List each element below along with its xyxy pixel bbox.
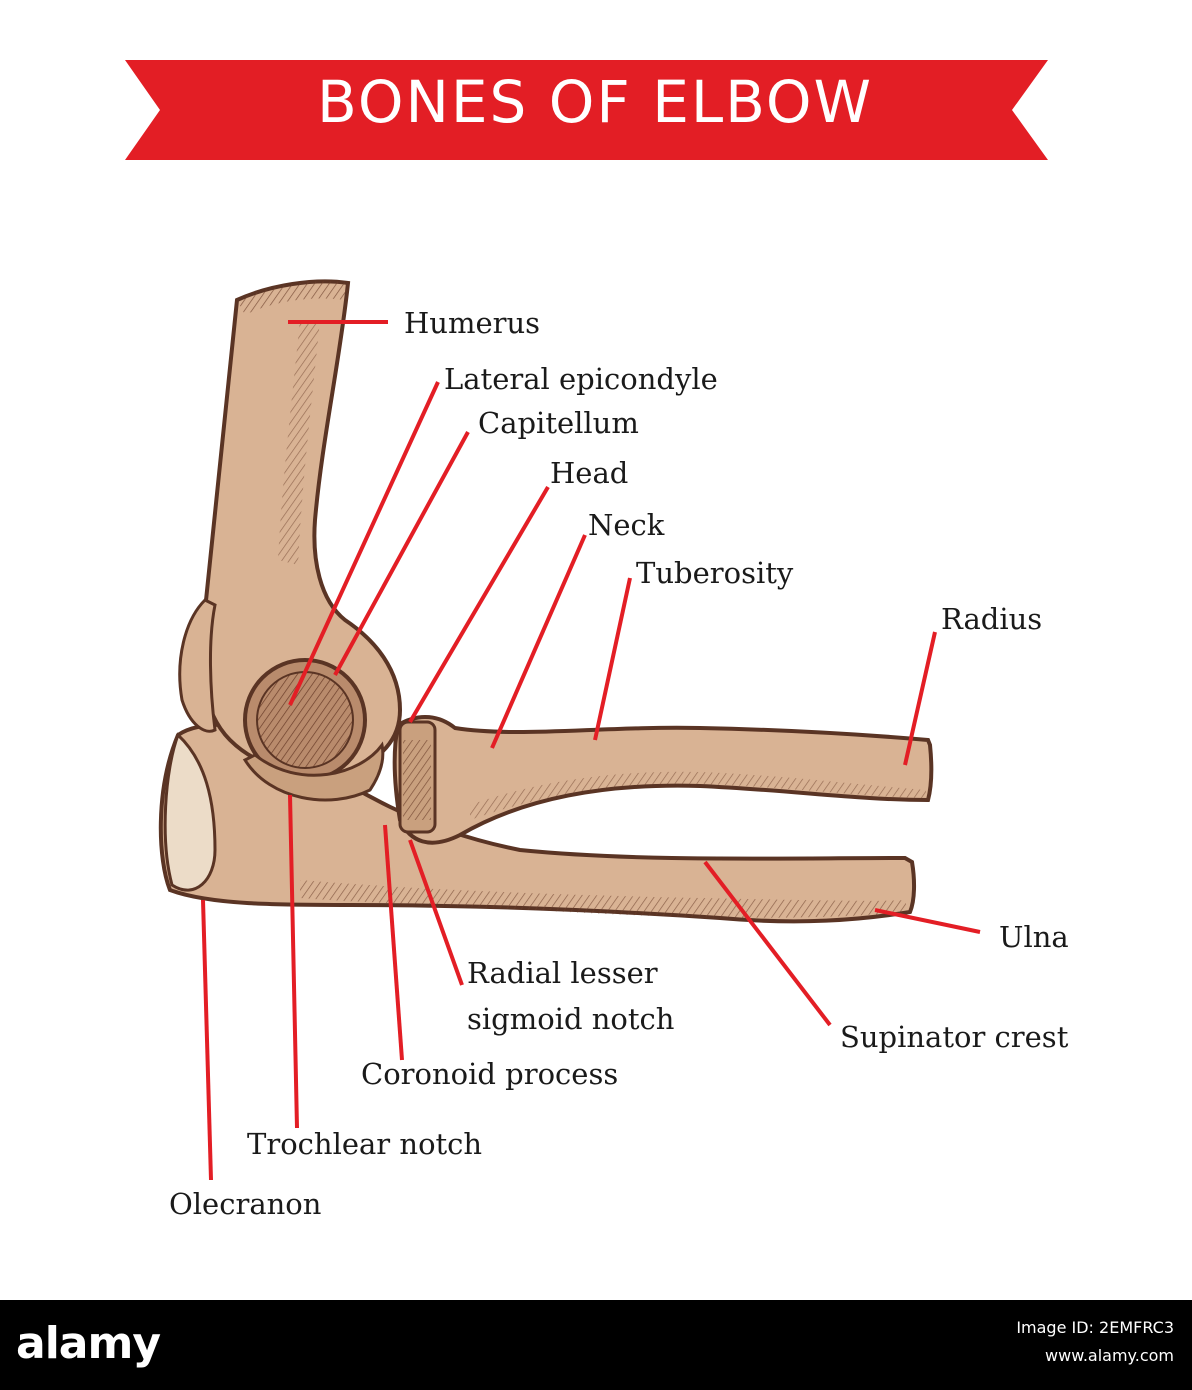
leader-coronoid-process [383, 824, 404, 1061]
label-radius: Radius [941, 602, 1043, 636]
leader-trochlear-notch [288, 794, 299, 1129]
leader-lateral-epicondyle [288, 381, 440, 706]
label-neck: Neck [588, 508, 665, 542]
leader-ulna [874, 908, 981, 934]
leader-lines [201, 320, 981, 1181]
humerus-top-cut [237, 281, 348, 315]
label-supinator-crest: Supinator crest [840, 1020, 1069, 1054]
label-ulna: Ulna [999, 920, 1069, 954]
banner-ribbon [125, 60, 1048, 160]
label-radial-notch-line1: Radial lesser [467, 956, 658, 990]
page-title: BONES OF ELBOW [317, 68, 873, 136]
leader-head [408, 485, 550, 724]
capitellum-face [256, 671, 354, 769]
leader-capitellum [333, 431, 470, 676]
trochlea-shape [242, 741, 385, 802]
olecranon-tip [163, 732, 217, 892]
stock-footer: alamy Image ID: 2EMFRC3 www.alamy.com [0, 1300, 1192, 1390]
elbow-illustration [158, 279, 981, 1181]
label-coronoid-process: Coronoid process [361, 1057, 619, 1091]
label-radial-notch-line2: sigmoid notch [467, 1002, 675, 1036]
label-olecranon: Olecranon [169, 1187, 322, 1221]
label-lateral-epicondyle: Lateral epicondyle [444, 362, 718, 396]
label-head: Head [550, 456, 629, 490]
radial-head-hatch [403, 740, 431, 820]
leader-olecranon [201, 899, 213, 1181]
humerus-shade [278, 320, 320, 565]
site-url: www.alamy.com [1045, 1346, 1174, 1365]
brand-logo: alamy [16, 1318, 161, 1369]
image-id: Image ID: 2EMFRC3 [1016, 1318, 1174, 1337]
label-tuberosity: Tuberosity [636, 556, 794, 590]
ulna-bone [158, 722, 917, 924]
leader-radius [903, 631, 937, 766]
leader-tuberosity [593, 577, 632, 741]
label-humerus: Humerus [404, 306, 541, 340]
leader-supinator-crest [703, 860, 832, 1027]
ulna-shadow [300, 880, 908, 918]
leader-radial-notch [408, 839, 464, 986]
leader-neck [490, 534, 587, 749]
label-capitellum: Capitellum [478, 406, 639, 440]
medial-epicondyle [178, 598, 217, 733]
label-trochlear-notch: Trochlear notch [247, 1127, 483, 1161]
radius-shadow [470, 771, 926, 820]
title-banner [125, 60, 1048, 160]
